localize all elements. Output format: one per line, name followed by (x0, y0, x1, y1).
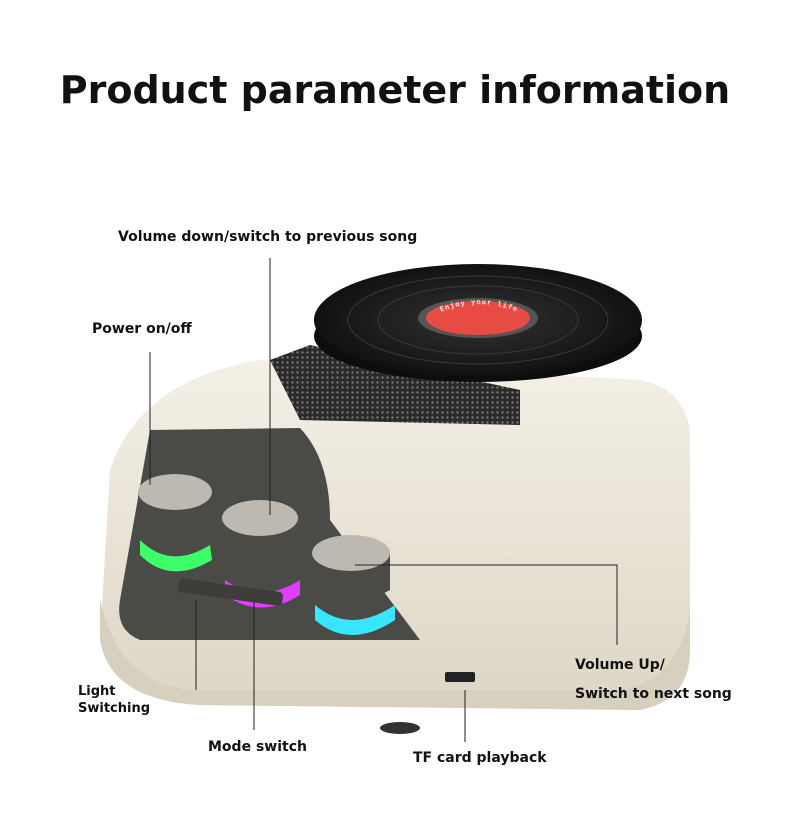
leader-lines (149, 258, 618, 742)
label-volume-up-line2: Switch to next song (575, 686, 732, 702)
label-volume-down: Volume down/switch to previous song (118, 229, 418, 245)
vinyl-record: Enjoy your life (314, 264, 642, 382)
speaker-body (100, 345, 690, 734)
label-power: Power on/off (92, 321, 192, 337)
page-title: Product parameter information (59, 68, 731, 112)
label-tf-card: TF card playback (413, 750, 547, 766)
label-light-line1: Light (78, 684, 116, 699)
power-button (138, 474, 212, 535)
mode-button (178, 578, 283, 606)
volume-down-button (222, 500, 298, 571)
green-light-glow (140, 540, 212, 572)
cyan-light-glow (315, 605, 395, 635)
label-volume-up-line1: Volume Up/ (575, 657, 665, 673)
label-light-line2: Switching (78, 701, 151, 716)
volume-up-button (312, 535, 390, 601)
label-mode: Mode switch (208, 739, 307, 755)
